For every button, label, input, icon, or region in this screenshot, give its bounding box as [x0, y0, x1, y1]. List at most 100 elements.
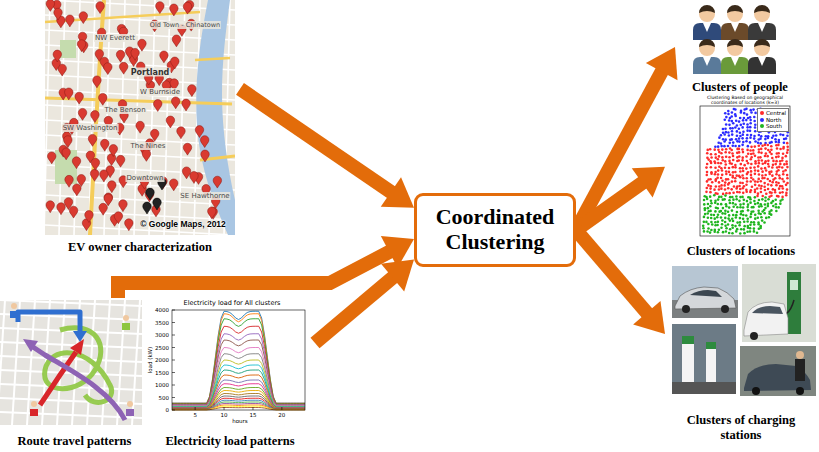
location-point [728, 142, 731, 145]
street [102, 300, 110, 425]
location-point [778, 139, 781, 142]
location-point [750, 176, 753, 179]
location-point [709, 210, 712, 213]
location-point [736, 135, 739, 138]
location-point [754, 203, 757, 206]
person-icon [693, 5, 721, 40]
axis-label: 10 [221, 412, 228, 418]
location-point [741, 148, 744, 151]
location-point [750, 174, 753, 177]
location-point [757, 223, 760, 226]
location-point [731, 217, 734, 220]
location-point [728, 206, 731, 209]
location-point [728, 214, 731, 217]
location-point [775, 173, 778, 176]
location-point [731, 226, 734, 229]
routes [18, 312, 125, 420]
location-point [734, 225, 737, 228]
location-point [741, 137, 744, 140]
location-point [786, 151, 789, 154]
location-point [746, 126, 749, 129]
location-point [756, 180, 759, 183]
location-point [732, 202, 735, 205]
location-point [750, 146, 753, 149]
axis-label: 1500 [155, 370, 169, 376]
location-point [785, 137, 788, 140]
location-point [772, 164, 775, 167]
location-point [752, 152, 755, 155]
charger-post [787, 272, 801, 334]
traveller-body [122, 323, 130, 330]
location-point [709, 185, 712, 188]
location-point [729, 228, 732, 231]
road [45, 98, 232, 104]
location-point [728, 124, 731, 127]
location-point [770, 148, 773, 151]
location-point [721, 180, 724, 183]
load-curve [172, 396, 305, 409]
load-curve [172, 384, 305, 408]
location-point [733, 185, 736, 188]
location-point [777, 155, 780, 158]
location-point [771, 181, 774, 184]
figure-caption: Clusters of locations [687, 244, 795, 258]
location-point [718, 181, 721, 184]
location-point [756, 231, 759, 234]
location-point [749, 158, 752, 161]
location-point [754, 145, 757, 148]
location-point [722, 193, 725, 196]
location-point [707, 227, 710, 230]
street [132, 300, 140, 425]
location-point [735, 187, 738, 190]
street-grid [45, 0, 235, 235]
location-point [786, 188, 789, 191]
location-point [746, 230, 749, 233]
location-point [703, 221, 706, 224]
map-pin [77, 175, 86, 187]
location-point [768, 216, 771, 219]
load-curve [172, 400, 305, 409]
location-point [743, 228, 746, 231]
location-point [781, 187, 784, 190]
location-point [757, 159, 760, 162]
location-point [738, 148, 741, 151]
map-pin [171, 57, 180, 69]
axis-label: hours [232, 418, 247, 424]
location-point [724, 209, 727, 212]
location-point [705, 191, 708, 194]
arrow-head [381, 177, 414, 208]
location-point [775, 134, 778, 137]
location-point [736, 191, 739, 194]
location-point [705, 187, 708, 190]
location-point [717, 162, 720, 165]
plot-ground [688, 96, 796, 240]
map-pin [182, 167, 191, 179]
location-point [751, 185, 754, 188]
person-head [699, 6, 715, 22]
map-pin [170, 4, 179, 16]
location-point [752, 210, 755, 213]
figure-caption: Clusters of people [692, 80, 788, 94]
location-point [782, 147, 785, 150]
location-point [774, 191, 777, 194]
location-point [786, 142, 789, 145]
location-point [749, 119, 752, 122]
location-point [739, 131, 742, 134]
map-pin [172, 35, 181, 47]
location-point [732, 159, 735, 162]
location-point [766, 144, 769, 147]
location-point [753, 135, 756, 138]
road [195, 58, 230, 60]
route-line [33, 347, 125, 420]
location-point [764, 189, 767, 192]
location-point [707, 207, 710, 210]
arrow-head [381, 260, 414, 292]
location-point [761, 195, 764, 198]
map-pin [114, 212, 123, 224]
location-point [783, 180, 786, 183]
person-head [754, 40, 770, 56]
location-point [713, 214, 716, 217]
location-point [717, 173, 720, 176]
route-figure: Route travel patterns [2, 298, 147, 448]
